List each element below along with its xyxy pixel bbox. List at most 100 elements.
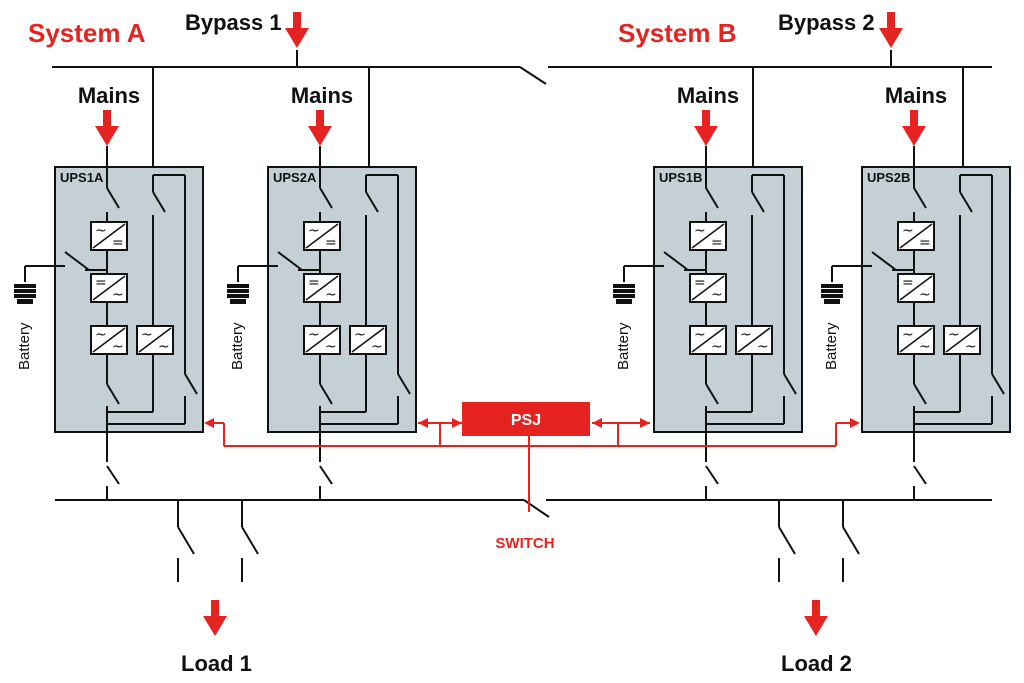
ups-label: UPS2A (273, 170, 317, 185)
battery-label: Battery (229, 322, 246, 370)
battery-switch (663, 251, 689, 271)
output-breaker (705, 465, 719, 485)
svg-text:=: = (919, 235, 931, 251)
converter-ac-ac-icon: ~~ (303, 325, 341, 355)
battery-switch (871, 251, 897, 271)
bypass-2-label: Bypass 2 (778, 10, 875, 35)
converter-ac-ac-icon: ~~ (735, 325, 773, 355)
load-1-arrow (203, 600, 227, 636)
svg-text:~: ~ (757, 339, 769, 355)
svg-text:=: = (112, 235, 124, 251)
load-2-label: Load 2 (781, 651, 852, 676)
psj-control-lines (208, 422, 858, 512)
svg-text:=: = (325, 235, 337, 251)
battery-switch (64, 251, 90, 271)
converter-ac-dc-icon: ~= (897, 221, 935, 251)
converter-dc-ac-icon: =~ (689, 273, 727, 303)
svg-text:=: = (694, 275, 706, 291)
converter-dc-ac-icon: =~ (897, 273, 935, 303)
ups-label: UPS1A (60, 170, 104, 185)
load-1-label: Load 1 (181, 651, 252, 676)
system-a-title: System A (28, 18, 146, 48)
svg-text:~: ~ (95, 327, 107, 343)
svg-text:~: ~ (354, 327, 366, 343)
svg-text:~: ~ (371, 339, 383, 355)
load-1-feeders (177, 500, 259, 582)
svg-text:~: ~ (965, 339, 977, 355)
maintenance-switch (991, 373, 1005, 395)
svg-text:~: ~ (325, 287, 337, 303)
battery-icon (613, 284, 635, 304)
psj-label: PSJ (511, 412, 541, 429)
battery-label: Battery (615, 322, 632, 370)
svg-text:~: ~ (948, 327, 960, 343)
mains-arrow (95, 110, 119, 146)
ups-cabinet (54, 166, 204, 433)
svg-text:~: ~ (325, 339, 337, 355)
svg-text:~: ~ (112, 287, 124, 303)
output-switch (106, 383, 120, 405)
svg-text:~: ~ (308, 223, 320, 239)
output-breaker (319, 465, 333, 485)
ups-units: MainsUPS1A~==~~~~~BatteryMainsUPS2A~==~~… (14, 67, 1011, 500)
converter-dc-ac-icon: =~ (90, 273, 128, 303)
output-breaker (913, 465, 927, 485)
bottom-load-bus (55, 499, 992, 518)
load-2-feeders (778, 500, 860, 582)
input-switch (913, 187, 927, 209)
mains-arrow (308, 110, 332, 146)
converter-ac-dc-icon: ~= (689, 221, 727, 251)
svg-text:~: ~ (902, 223, 914, 239)
converter-ac-dc-icon: ~= (90, 221, 128, 251)
output-switch (705, 383, 719, 405)
mains-label: Mains (78, 83, 140, 108)
svg-text:~: ~ (919, 339, 931, 355)
battery-label: Battery (16, 322, 33, 370)
top-bypass-bus (52, 50, 992, 85)
battery-icon (821, 284, 843, 304)
svg-text:=: = (711, 235, 723, 251)
battery-label: Battery (823, 322, 840, 370)
maintenance-switch (184, 373, 198, 395)
svg-text:~: ~ (902, 327, 914, 343)
svg-text:~: ~ (694, 223, 706, 239)
converter-dc-ac-icon: =~ (303, 273, 341, 303)
input-switch (106, 187, 120, 209)
svg-text:~: ~ (95, 223, 107, 239)
ups-cabinet (861, 166, 1011, 433)
output-breaker (106, 465, 120, 485)
input-switch (705, 187, 719, 209)
system-b-title: System B (618, 18, 737, 48)
svg-text:~: ~ (711, 339, 723, 355)
svg-text:~: ~ (919, 287, 931, 303)
svg-text:~: ~ (694, 327, 706, 343)
input-switch (319, 187, 333, 209)
svg-text:~: ~ (112, 339, 124, 355)
mains-arrow (902, 110, 926, 146)
converter-ac-ac-icon: ~~ (90, 325, 128, 355)
mains-label: Mains (291, 83, 353, 108)
mains-arrow (694, 110, 718, 146)
ups-label: UPS2B (867, 170, 910, 185)
ups-cabinet (267, 166, 417, 433)
converter-ac-ac-icon: ~~ (943, 325, 981, 355)
svg-text:=: = (902, 275, 914, 291)
switch-label: SWITCH (495, 535, 554, 552)
ups-label: UPS1B (659, 170, 702, 185)
output-switch (319, 383, 333, 405)
battery-switch (277, 251, 303, 271)
maintenance-switch (783, 373, 797, 395)
svg-text:=: = (308, 275, 320, 291)
bypass-switch (365, 191, 379, 213)
svg-text:~: ~ (308, 327, 320, 343)
bypass-switch (152, 191, 166, 213)
converter-ac-dc-icon: ~= (303, 221, 341, 251)
bypass-1-label: Bypass 1 (185, 10, 282, 35)
svg-text:~: ~ (141, 327, 153, 343)
converter-ac-ac-icon: ~~ (136, 325, 174, 355)
bypass-1-arrow (285, 12, 309, 48)
